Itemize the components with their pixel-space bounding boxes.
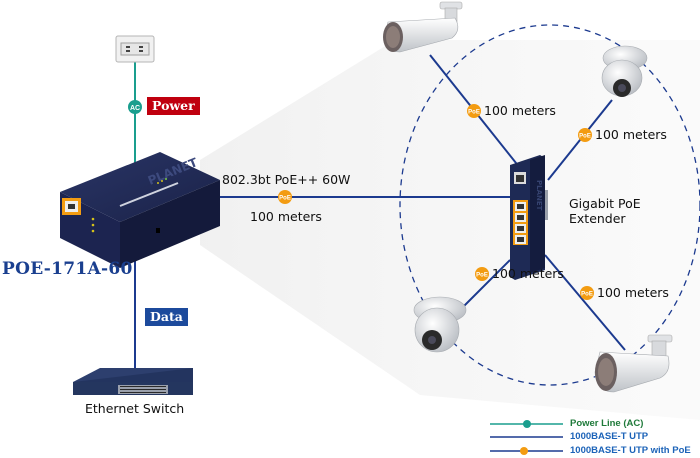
- poe-extender-device: PLANET: [510, 155, 548, 280]
- legend-label-ac: Power Line (AC): [570, 418, 644, 429]
- main-link-standard-label: 802.3bt PoE++ 60W: [222, 172, 351, 187]
- legend: [490, 420, 563, 455]
- legend-ac-icon: [523, 420, 531, 428]
- wall-outlet: [115, 35, 155, 63]
- link-dome-top-right: [547, 99, 613, 181]
- bullet-camera-top: [383, 1, 463, 53]
- extender-label-line2: Extender: [569, 211, 626, 226]
- dome-camera-bottom-left: [413, 296, 467, 353]
- distance-label-dome-top-right: 100 meters: [595, 127, 667, 142]
- svg-text:PoE: PoE: [476, 273, 488, 279]
- legend-label-poe: 1000BASE-T UTP with PoE: [570, 445, 691, 456]
- ethernet-switch-device: [73, 368, 193, 395]
- distance-label-bullet-top: 100 meters: [484, 103, 556, 118]
- svg-text:PoE: PoE: [579, 134, 591, 140]
- poe-badge-dome-top-right: PoE: [578, 128, 592, 142]
- poe-badge-main: PoE: [278, 190, 292, 204]
- link-bullet-bottom-right: [544, 254, 626, 351]
- svg-text:PoE: PoE: [279, 196, 291, 202]
- poe-badge-bullet-top: PoE: [467, 104, 481, 118]
- coverage-beam: [200, 40, 700, 420]
- data-tag: Data: [145, 308, 188, 326]
- extender-label-line1: Gigabit PoE: [569, 196, 641, 211]
- dome-camera-top-right: [601, 45, 648, 97]
- camera-ring: [399, 24, 700, 386]
- switch-label: Ethernet Switch: [85, 401, 185, 416]
- ac-badge: AC: [128, 100, 142, 114]
- svg-text:PoE: PoE: [468, 110, 480, 116]
- link-dome-bottom-left: [459, 259, 511, 311]
- svg-text:PoE: PoE: [581, 292, 593, 298]
- power-tag: Power: [147, 97, 200, 115]
- distance-label-dome-bottom-left: 100 meters: [492, 266, 564, 281]
- svg-text:PLANET: PLANET: [535, 180, 543, 211]
- poe-injector-device: PLANET: [60, 152, 220, 268]
- poe-badge-dome-bottom-left: PoE: [475, 267, 489, 281]
- svg-text:AC: AC: [130, 105, 140, 112]
- main-link-distance-label: 100 meters: [250, 209, 322, 224]
- poe-badge-bullet-bottom-right: PoE: [580, 286, 594, 300]
- injector-model-label: POE-171A-60: [2, 259, 133, 279]
- legend-label-utp: 1000BASE-T UTP: [570, 431, 649, 442]
- distance-label-bullet-bottom-right: 100 meters: [597, 285, 669, 300]
- bullet-camera-bottom-right: [594, 334, 673, 393]
- legend-poe-icon: [520, 447, 528, 455]
